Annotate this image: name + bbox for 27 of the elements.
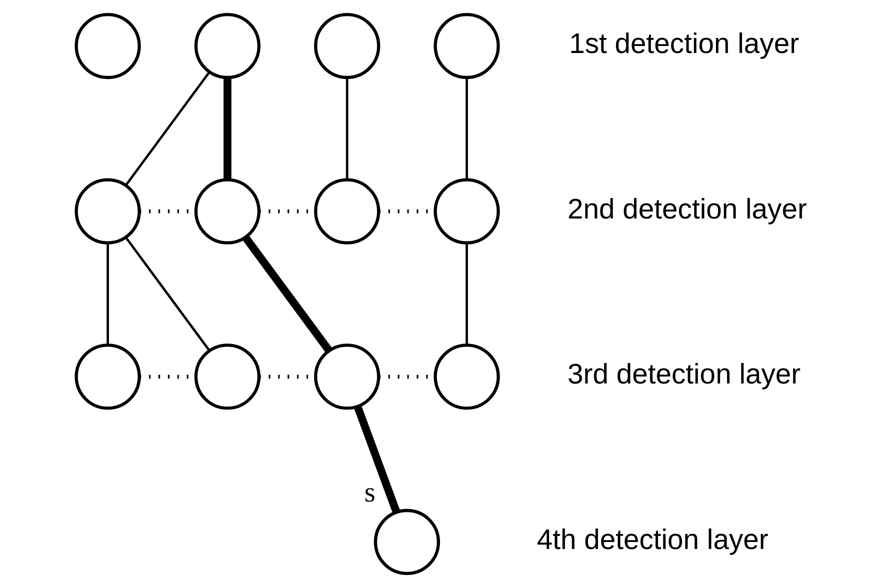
node-circle bbox=[373, 508, 440, 576]
connector bbox=[223, 78, 231, 180]
connector bbox=[124, 72, 210, 186]
node-label: s bbox=[364, 478, 375, 509]
connector bbox=[345, 78, 348, 180]
connector bbox=[242, 235, 332, 354]
node-circle bbox=[314, 12, 380, 80]
node-circle bbox=[74, 12, 140, 80]
label: 1st detection layer bbox=[568, 28, 799, 60]
connector bbox=[124, 236, 210, 352]
node-circle bbox=[194, 12, 260, 80]
node-circle bbox=[433, 178, 500, 244]
node-circle bbox=[74, 178, 140, 244]
node-circle bbox=[194, 344, 260, 410]
node-circle bbox=[194, 178, 260, 244]
connector bbox=[465, 243, 468, 345]
node-circle bbox=[74, 344, 140, 410]
label: 2nd detection layer bbox=[567, 193, 806, 226]
node-circle bbox=[314, 344, 380, 410]
node-circle bbox=[433, 12, 500, 80]
node-circle bbox=[433, 344, 500, 410]
node-circle bbox=[314, 178, 380, 244]
connector bbox=[106, 243, 108, 345]
label: 3rd detection layer bbox=[567, 358, 800, 391]
connector bbox=[465, 78, 468, 180]
connector bbox=[353, 405, 400, 514]
label: 4th detection layer bbox=[536, 524, 768, 556]
